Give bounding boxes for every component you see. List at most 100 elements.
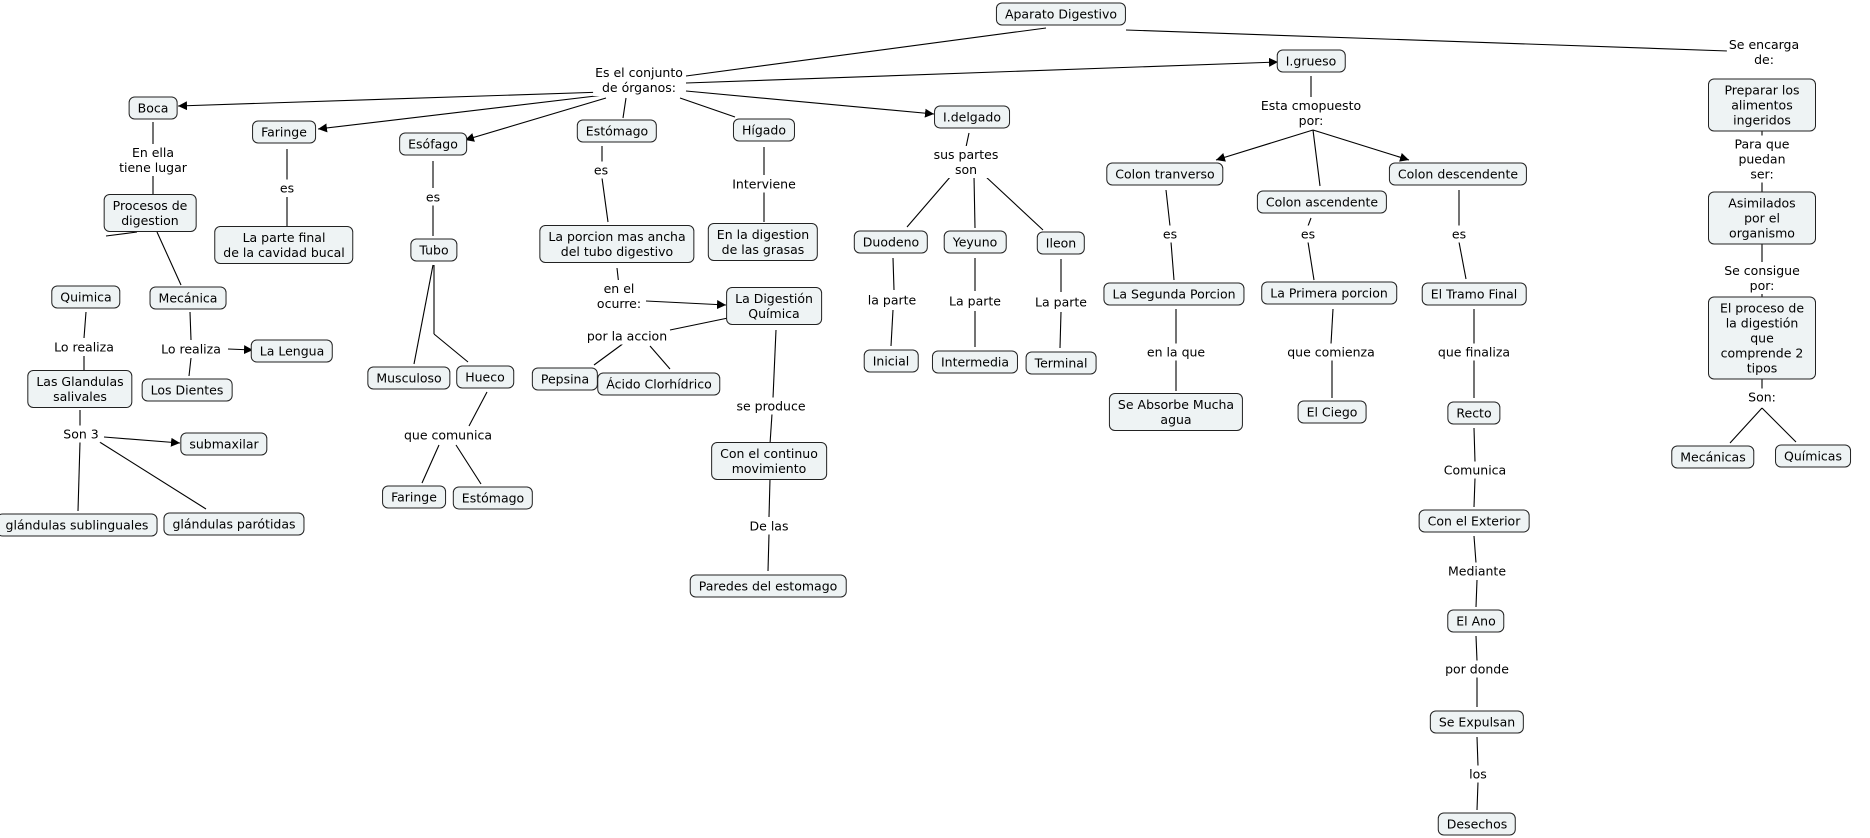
concept-segunda-porcion[interactable]: La Segunda Porcion [1103,282,1245,306]
link-phrase-de-las: De las [747,517,791,535]
link-phrase-son: Son: [1746,388,1778,406]
link-phrase-es: es [423,188,443,206]
connector-line [1059,311,1062,349]
concept-mecanica[interactable]: Mecánica [149,286,227,310]
concept-colon-descendente[interactable]: Colon descendente [1388,162,1528,186]
concept-inicial[interactable]: Inicial [863,349,919,373]
concept-intestino-grueso[interactable]: I.grueso [1276,49,1346,73]
concept-colon-ascendente[interactable]: Colon ascendente [1256,190,1388,214]
connector-line [83,311,87,339]
connector-line [890,309,894,347]
concept-yeyuno[interactable]: Yeyuno [943,230,1007,254]
concept-pepsina[interactable]: Pepsina [531,367,599,391]
connector-arrow [1312,129,1410,162]
concept-estomago-2[interactable]: Estómago [452,486,534,510]
connector-line [188,357,192,377]
concept-acido-clorhidrico[interactable]: Ácido Clorhídrico [597,372,721,396]
connector-line [1475,635,1478,662]
concept-con-el-exterior[interactable]: Con el Exterior [1418,509,1530,533]
connector-line [1473,535,1477,564]
link-phrase-la-parte-3: La parte [1033,293,1089,311]
link-phrase-la-parte: la parte [865,291,919,309]
connector-line [601,177,609,223]
link-phrase-se-produce: se produce [734,397,808,415]
concept-continuo-movimiento[interactable]: Con el continuo movimiento [711,442,827,480]
concept-mecanicas[interactable]: Mecánicas [1671,445,1755,469]
concept-boca[interactable]: Boca [128,96,178,120]
connector-arrow [103,436,181,447]
link-phrase-son-3: Son 3 [61,425,101,443]
concept-submaxilar[interactable]: submaxilar [180,432,268,456]
concept-terminal[interactable]: Terminal [1025,351,1097,375]
link-phrase-se-consigue: Se consigue por: [1722,262,1802,294]
connector-line [77,441,81,512]
concept-asimilados-organismo[interactable]: Asimilados por el organismo [1708,191,1816,245]
concept-proceso-digestion-2-tipos[interactable]: El proceso de la digestión que comprende… [1708,296,1816,380]
link-phrase-en-ella: En ella tiene lugar [117,144,189,176]
connector-arrow [227,345,254,355]
connector-arrow [685,90,935,118]
connector-line [622,97,627,119]
connector-line [1312,129,1321,187]
concept-faringe[interactable]: Faringe [252,120,316,144]
connector-arrow [685,57,1279,84]
connector-arrow [645,300,727,310]
concept-quimica[interactable]: Quimica [51,285,121,309]
concept-tubo[interactable]: Tubo [410,238,458,262]
concept-tramo-final[interactable]: El Tramo Final [1421,282,1527,306]
concept-faringe-2[interactable]: Faringe [382,485,446,509]
link-phrase-comunica: Comunica [1441,461,1509,479]
concept-el-ciego[interactable]: El Ciego [1297,400,1367,424]
concept-porcion-mas-ancha[interactable]: La porcion mas ancha del tubo digestivo [539,225,695,263]
link-phrase-en-la-que: en la que [1144,343,1208,361]
connector-line [768,478,771,518]
link-phrase-la-parte-2: La parte [947,292,1003,310]
connector-line [1307,241,1315,281]
concept-duodeno[interactable]: Duodeno [853,230,929,254]
concept-estomago[interactable]: Estómago [576,119,658,143]
concept-ileon[interactable]: Ileon [1036,231,1086,255]
concept-parte-final-cavidad-bucal[interactable]: La parte final de la cavidad bucal [214,226,354,264]
concept-digestion-grasas[interactable]: En la digestion de las grasas [707,223,819,261]
link-phrase-conjunto-organos: Es el conjunto de órganos: [593,64,685,96]
concept-se-expulsan[interactable]: Se Expulsan [1429,710,1525,734]
concept-hueco[interactable]: Hueco [456,365,514,389]
link-phrase-interviene: Interviene [730,175,798,193]
connector-line [973,175,976,229]
link-phrase-que-finaliza: que finaliza [1435,343,1513,361]
concept-intestino-delgado[interactable]: I.delgado [934,105,1010,129]
concept-paredes-estomago[interactable]: Paredes del estomago [689,574,847,598]
connector-line [965,132,970,148]
concept-digestion-quimica[interactable]: La Digestión Química [726,287,822,325]
concept-higado[interactable]: Hígado [732,118,796,142]
concept-glandulas-parotidas[interactable]: glándulas parótidas [163,512,305,536]
concept-la-lengua[interactable]: La Lengua [250,339,334,363]
link-phrase-por-la-accion: por la accion [584,327,670,345]
connector-line [1170,241,1175,281]
link-phrase-sus-partes-son: sus partes son [931,146,1001,178]
concept-aparato-digestivo[interactable]: Aparato Digestivo [995,2,1127,26]
concept-absorbe-agua[interactable]: Se Absorbe Mucha agua [1108,393,1244,431]
concept-quimicas[interactable]: Químicas [1775,444,1851,468]
concept-preparar-alimentos[interactable]: Preparar los alimentos ingeridos [1708,78,1816,132]
concept-glandulas-sublinguales[interactable]: glándulas sublinguales [0,513,158,537]
concept-el-ano[interactable]: El Ano [1447,609,1505,633]
concept-procesos-digestion[interactable]: Procesos de digestion [103,194,197,232]
connector-line [105,231,138,237]
concept-glandulas-salivales[interactable]: Las Glandulas salivales [27,370,133,408]
concept-primera-porcion[interactable]: La Primera porcion [1261,281,1397,305]
concept-esofago[interactable]: Esófago [399,132,467,156]
concept-recto[interactable]: Recto [1447,401,1501,425]
link-phrase-lo-realiza-2: Lo realiza [159,340,223,358]
connector-line [984,175,1044,231]
connector-line [1458,241,1467,280]
concept-desechos[interactable]: Desechos [1437,812,1517,836]
concept-colon-transverso[interactable]: Colon tranverso [1106,162,1224,186]
concept-los-dientes[interactable]: Los Dientes [141,378,233,402]
concept-musculoso[interactable]: Musculoso [367,366,451,390]
connector-line [1475,579,1478,608]
connector-line [1473,477,1476,508]
concept-intermedia[interactable]: Intermedia [931,350,1019,374]
connector-line [97,440,207,510]
